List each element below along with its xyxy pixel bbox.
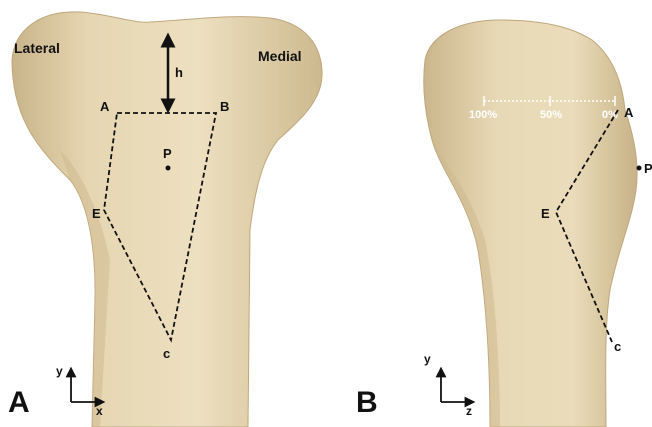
point-e-label-b: E [541, 206, 550, 221]
point-p-marker [166, 166, 171, 171]
panel-a: Lateral Medial h A B P E c y x A [8, 12, 322, 427]
point-p-label-b: P [644, 161, 652, 176]
point-a-label: A [100, 99, 110, 114]
point-c-label: c [163, 346, 170, 361]
point-p-marker-b [637, 166, 642, 171]
axis-x-label-a: x [96, 404, 103, 418]
panel-b: 100% 50% 0% A P E c y z B [356, 20, 652, 427]
axis-y-label-a: y [56, 364, 63, 378]
height-label: h [175, 65, 183, 80]
lateral-label: Lateral [14, 40, 60, 56]
point-e-label: E [92, 206, 101, 221]
point-a-label-b: A [624, 105, 634, 120]
panel-b-letter: B [356, 386, 378, 419]
medial-label: Medial [258, 48, 302, 64]
axis-y-label-b: y [424, 352, 431, 366]
axis-indicator-b: y z [424, 352, 472, 418]
scale-100-label: 100% [469, 109, 497, 121]
panel-a-letter: A [8, 386, 30, 419]
scale-50-label: 50% [540, 109, 562, 121]
scale-0-label: 0% [602, 109, 618, 121]
axis-z-label-b: z [466, 404, 472, 418]
point-c-label-b: c [614, 339, 621, 354]
tibia-lateral-view-image [424, 20, 637, 427]
point-p-label: P [163, 146, 172, 161]
point-b-label: B [220, 99, 229, 114]
